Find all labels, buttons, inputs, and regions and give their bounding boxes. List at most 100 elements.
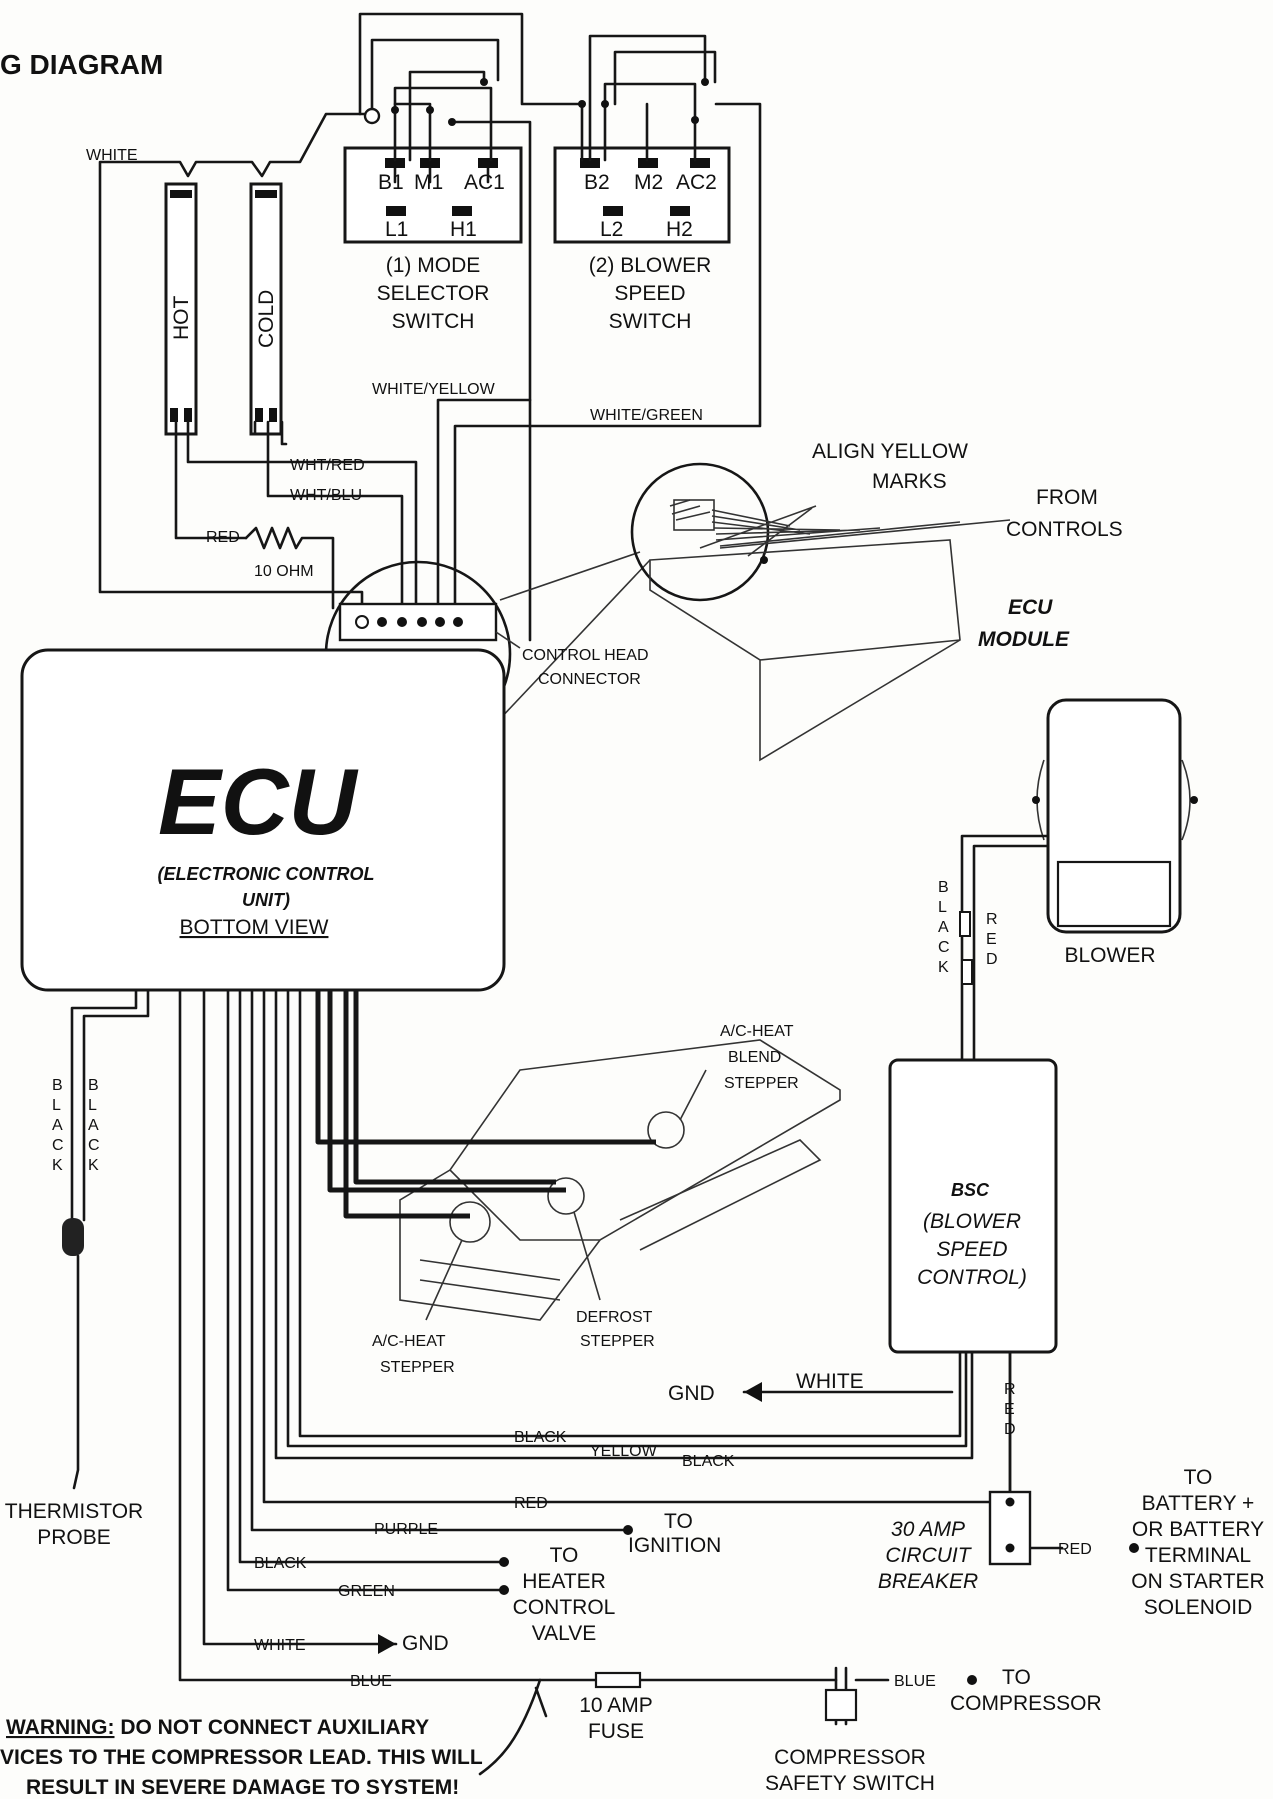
fuse-label-1: 10 AMP	[579, 1694, 653, 1717]
defrost-stepper-label-2: STEPPER	[580, 1333, 655, 1350]
blend-stepper-label-1: A/C-HEAT	[720, 1023, 794, 1040]
ecu-full-name-2: UNIT)	[242, 890, 290, 910]
harness-black-label-3: BLACK	[254, 1555, 307, 1572]
wire-white-yellow	[436, 398, 532, 610]
wire-label-red: RED	[206, 529, 240, 546]
blend-stepper-label-3: STEPPER	[724, 1075, 799, 1092]
blower-switch-caption-3: SWITCH	[609, 310, 692, 333]
battery-label-3: OR BATTERY	[1132, 1518, 1264, 1541]
terminal-b1: B1	[378, 171, 404, 194]
breaker-label-2: CIRCUIT	[885, 1544, 972, 1567]
ecu-module-label-1: ECU	[1008, 596, 1053, 619]
wire-label-white-green: WHITE/GREEN	[590, 407, 703, 424]
ecu-module-label-2: MODULE	[978, 628, 1070, 651]
terminal-h1: H1	[450, 218, 477, 241]
wire-label-white-yellow: WHITE/YELLOW	[372, 381, 496, 398]
blower-unit	[959, 698, 1198, 1062]
bsc-full-name-1: (BLOWER	[923, 1210, 1021, 1233]
terminal-h2: H2	[666, 218, 693, 241]
safety-switch-label-1: COMPRESSOR	[774, 1746, 926, 1769]
thermistor-label-2: PROBE	[37, 1526, 111, 1549]
acheat-stepper-label-1: A/C-HEAT	[372, 1333, 446, 1350]
battery-label-6: SOLENOID	[1144, 1596, 1253, 1619]
battery-label-2: BATTERY +	[1142, 1492, 1255, 1515]
harness-green-label: GREEN	[338, 1583, 395, 1600]
bsc-unit: BSC (BLOWER SPEED CONTROL)	[888, 1058, 1058, 1354]
acheat-stepper-label-2: STEPPER	[380, 1359, 455, 1376]
safety-switch-label-2: SAFETY SWITCH	[765, 1772, 935, 1795]
heater-label-3: CONTROL	[513, 1596, 616, 1619]
battery-label-5: ON STARTER	[1131, 1570, 1264, 1593]
harness-yellow-label: YELLOW	[590, 1443, 658, 1460]
heater-label-1: TO	[550, 1544, 579, 1567]
wire-label-white-top: WHITE	[86, 147, 138, 164]
harness-purple-label: PURPLE	[374, 1521, 438, 1538]
harness-blue-label-2: BLUE	[894, 1673, 936, 1690]
bsc-full-name-3: CONTROL)	[917, 1266, 1027, 1289]
ecu-harness	[178, 988, 1139, 1776]
terminal-l1: L1	[385, 218, 408, 241]
compressor-label-2: COMPRESSOR	[950, 1692, 1102, 1715]
hot-bar-label: HOT	[170, 296, 193, 341]
control-head-label-2: CONNECTOR	[538, 671, 641, 688]
breaker-label-3: BREAKER	[878, 1570, 978, 1593]
ecu-bottom-view: BOTTOM VIEW	[180, 916, 329, 939]
thermistor-probe	[62, 988, 150, 1490]
warning-lead: WARNING:	[6, 1716, 115, 1739]
terminal-ac2: AC2	[676, 171, 717, 194]
breaker-red-label: RED	[1058, 1541, 1092, 1558]
wire-label-wht-red: WHT/RED	[290, 457, 365, 474]
blower-switch-caption-1: (2) BLOWER	[589, 254, 712, 277]
harness-black-label-2: BLACK	[682, 1453, 735, 1470]
warning-line-1: WARNING: DO NOT CONNECT AUXILIARY	[6, 1716, 429, 1739]
blower-speed-switch: B2 M2 AC2 L2 H2	[553, 146, 731, 244]
heater-label-4: VALVE	[532, 1622, 597, 1645]
warning-line-2: VICES TO THE COMPRESSOR LEAD. THIS WILL	[0, 1746, 483, 1769]
align-marks-label-2: MARKS	[872, 470, 947, 493]
fuse-label-2: FUSE	[588, 1720, 644, 1743]
mode-switch-caption-2: SELECTOR	[377, 282, 490, 305]
defrost-stepper-label-1: DEFROST	[576, 1309, 653, 1326]
switch-jumpers	[358, 12, 717, 642]
from-controls-label-1: FROM	[1036, 486, 1098, 509]
blower-switch-caption-2: SPEED	[614, 282, 685, 305]
harness-gnd-label-2: GND	[402, 1632, 449, 1655]
svg-text:BLACK: BLACK	[938, 879, 950, 976]
harness-blue-label: BLUE	[350, 1673, 392, 1690]
stepper-harness	[315, 990, 656, 1219]
terminal-m1: M1	[414, 171, 443, 194]
wire-label-wht-blu: WHT/BLU	[290, 487, 362, 504]
heater-label-2: HEATER	[522, 1570, 606, 1593]
battery-label-1: TO	[1184, 1466, 1213, 1489]
resistor-label: 10 OHM	[254, 563, 314, 580]
ignition-label-2: IGNITION	[628, 1534, 721, 1557]
stepper-leaders	[425, 1069, 707, 1321]
ignition-label-1: TO	[664, 1510, 693, 1533]
terminal-b2: B2	[584, 171, 610, 194]
align-marks-label-1: ALIGN YELLOW	[812, 440, 968, 463]
temperature-bars: WHITE HOT COLD	[86, 112, 418, 610]
diagram-title: G DIAGRAM	[0, 49, 163, 80]
warning-line-3: RESULT IN SEVERE DAMAGE TO SYSTEM!	[26, 1776, 459, 1799]
harness-gnd-label: GND	[668, 1382, 715, 1405]
breaker-label-1: 30 AMP	[891, 1518, 965, 1541]
compressor-label-1: TO	[1002, 1666, 1031, 1689]
terminal-ac1: AC1	[464, 171, 505, 194]
mode-selector-switch: B1 M1 AC1 L1 H1	[343, 146, 523, 244]
harness-black-label-1: BLACK	[514, 1429, 567, 1446]
from-controls-label-2: CONTROLS	[1006, 518, 1123, 541]
thermistor-label-1: THERMISTOR	[5, 1500, 143, 1523]
harness-white-label-2: WHITE	[254, 1637, 306, 1654]
harness-red-label: RED	[514, 1495, 548, 1512]
blend-stepper-label-2: BLEND	[728, 1049, 781, 1066]
terminal-m2: M2	[634, 171, 663, 194]
warning-text-1: DO NOT CONNECT AUXILIARY	[120, 1716, 429, 1739]
cold-bar-label: COLD	[255, 290, 278, 348]
bsc-title: BSC	[951, 1180, 990, 1200]
